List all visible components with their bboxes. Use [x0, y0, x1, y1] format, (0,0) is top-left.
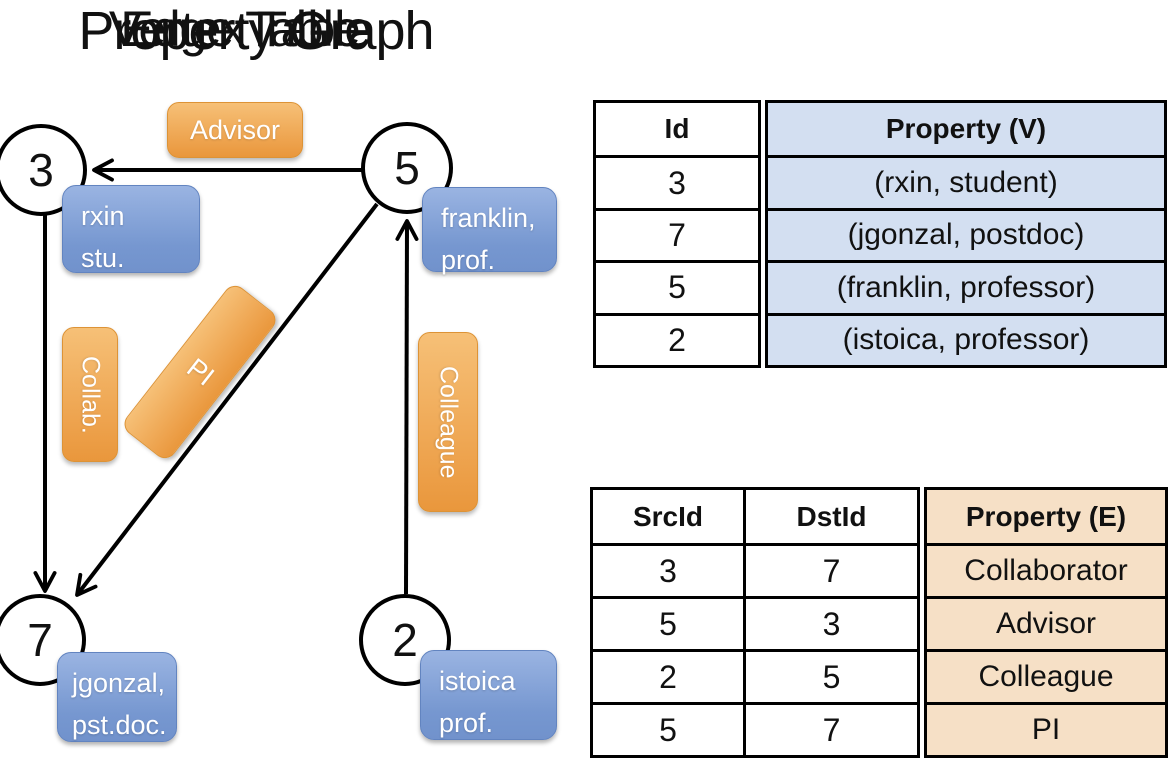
column-header-property-e: Property (E) [965, 500, 1127, 532]
vertex-property-box-rxin: rxin stu. [62, 185, 200, 273]
srcid-cell: 5 [593, 702, 743, 755]
column-header-srcid: SrcId [632, 500, 704, 532]
srcid-cell: 5 [593, 596, 743, 649]
vertex-table: Id 3 7 5 2 Property (V) (rxin, student) … [593, 100, 1167, 368]
vertex-property-box-istoica: istoica prof. [420, 650, 557, 740]
column-header-id: Id [664, 113, 690, 145]
vertex-property-box-jgonzal: jgonzal, pst.doc. [57, 652, 177, 742]
id-cell: 2 [596, 312, 758, 365]
property-graph-title: Property Graph [78, 1, 434, 61]
edge-property-cell: Advisor [927, 596, 1165, 649]
vertex-table-property-column: Property (V) (rxin, student) (jgonzal, p… [765, 100, 1167, 368]
id-cell: 5 [596, 260, 758, 312]
vertex-property-box-franklin: franklin, prof. [422, 187, 557, 275]
vertex-table-title: Vertex Table [108, 1, 372, 57]
srcid-cell: 2 [593, 649, 743, 702]
vertex-property-cell: (rxin, student) [768, 155, 1164, 207]
vertex-id-label: 5 [394, 142, 420, 194]
srcid-cell: 3 [593, 543, 743, 596]
edge-label-collab: Collab. [62, 327, 118, 462]
dstid-cell: 7 [743, 543, 917, 596]
edge-label-advisor: Advisor [167, 102, 303, 158]
vertex-property-cell: (jgonzal, postdoc) [768, 207, 1164, 260]
edge-table: SrcId DstId 3 7 5 3 2 5 5 7 Property (E)… [590, 487, 1168, 758]
vertex-id-label: 3 [28, 144, 54, 196]
vertex-property-cell: (franklin, professor) [768, 260, 1164, 312]
graph-edges-svg [33, 158, 419, 597]
id-cell: 3 [596, 155, 758, 207]
edge-property-cell: Colleague [927, 649, 1165, 702]
id-cell: 7 [596, 207, 758, 260]
edge-table-id-columns: SrcId DstId 3 7 5 3 2 5 5 7 [590, 487, 920, 758]
vertex-property-cell: (istoica, professor) [768, 312, 1164, 365]
vertex-id-label: 7 [27, 614, 53, 666]
vertex-node-3: 3 [0, 124, 87, 216]
edge-property-cell: PI [927, 702, 1165, 755]
column-header-property-v: Property (V) [885, 113, 1047, 145]
edge-label-pi-text: PI [181, 351, 220, 392]
edge-property-cell: Collaborator [927, 543, 1165, 596]
edge-colleague-line [395, 219, 419, 595]
edge-table-property-column: Property (E) Collaborator Advisor Collea… [924, 487, 1168, 758]
edge-pi-line [75, 202, 379, 597]
column-header-dstid: DstId [743, 490, 917, 543]
dstid-cell: 3 [743, 596, 917, 649]
vertex-id-label: 2 [392, 614, 418, 666]
edge-table-title: Edge Table [120, 1, 360, 57]
vertex-table-id-column: Id 3 7 5 2 [593, 100, 761, 368]
edge-label-colleague: Colleague [418, 332, 478, 512]
dstid-cell: 5 [743, 649, 917, 702]
dstid-cell: 7 [743, 702, 917, 755]
